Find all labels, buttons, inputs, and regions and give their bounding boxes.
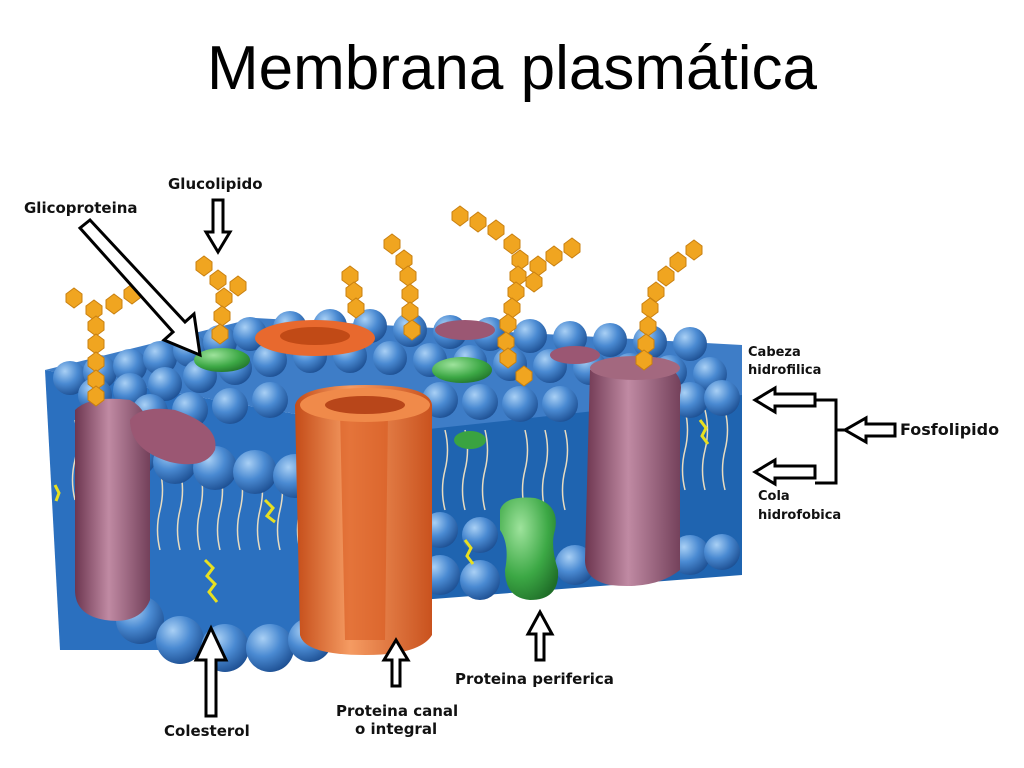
label-cola-line2: hidrofobica — [758, 508, 842, 523]
label-proteina-periferica: Proteina periferica — [455, 670, 614, 688]
top-green-protein-1 — [194, 348, 250, 372]
label-proteina-canal-line2: o integral — [355, 720, 438, 738]
cholesterol-molecules — [53, 419, 710, 603]
label-proteina-canal-line1: Proteina canal — [336, 702, 459, 720]
green-protein-inner — [454, 431, 486, 449]
top-purple-protein-2 — [550, 346, 600, 364]
colesterol-arrow — [193, 624, 229, 718]
fosfolipido-arrow — [841, 415, 897, 445]
label-cabeza-line1: Cabeza — [748, 345, 801, 360]
label-fosfolipido: Fosfolipido — [900, 420, 1000, 439]
fosfolipido-bracket — [815, 398, 848, 485]
integral-protein-right — [585, 356, 681, 586]
proteina-canal-arrow — [381, 637, 411, 688]
cabeza-arrow — [752, 385, 817, 415]
label-glucolipido: Glucolipido — [168, 175, 263, 193]
top-green-protein-2 — [432, 357, 492, 383]
label-cabeza-line2: hidrofilica — [748, 363, 822, 378]
sugar-chains — [65, 205, 703, 407]
top-purple-protein — [435, 320, 495, 340]
page-title: Membrana plasmática — [207, 34, 817, 103]
channel-protein — [295, 385, 432, 655]
label-cola-line1: Cola — [758, 489, 790, 504]
glucolipido-arrow — [203, 198, 233, 255]
integral-protein-left — [75, 398, 216, 621]
proteina-periferica-arrow — [525, 608, 555, 662]
glicoproteina-arrow — [77, 217, 202, 358]
cola-arrow — [752, 457, 817, 487]
top-channel-protein — [255, 320, 375, 356]
peripheral-protein — [500, 497, 559, 600]
label-colesterol: Colesterol — [164, 722, 250, 740]
label-glicoproteina: Glicoproteina — [24, 199, 138, 217]
